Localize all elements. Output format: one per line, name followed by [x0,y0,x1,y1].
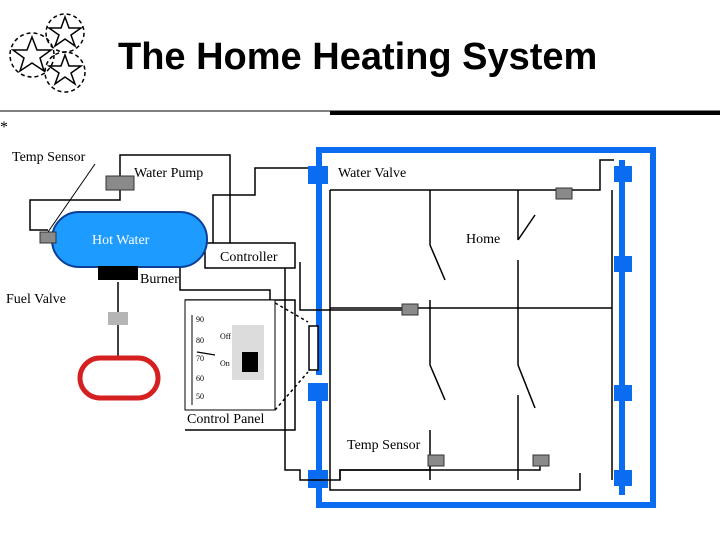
switch-off-label: Off [220,332,231,341]
fuel-label: Fuel [104,370,129,385]
thermostat-needle [196,351,216,356]
water-valve-label: Water Valve [338,166,407,181]
thermostat-tick: 50 [196,392,204,401]
water-pump-label: Water Pump [134,166,204,181]
temp-sensor-bottom-label: Temp Sensor [347,438,421,453]
fuel-valve-block [108,312,128,325]
page-title: The Home Heating System [118,36,598,78]
thermostat-tick: 70 [196,354,204,363]
control-wires [29,154,541,481]
home-label: Home [466,232,501,247]
fuel-tank [77,355,161,401]
fuel-valve-label: Fuel Valve [6,292,67,307]
pipe-fittings [308,166,632,488]
thermostat-tick: 80 [196,336,204,345]
control-panel-label: Control Panel [187,412,265,427]
water-pump-block [105,175,135,191]
hot-water-label: Hot Water [92,233,150,248]
temp-sensor-pointer [47,163,96,233]
house-walls [329,159,614,491]
burner-block [98,266,138,280]
switch-lever [242,352,258,372]
thermostat-tick: 60 [196,374,204,383]
thermostat-tick: 90 [196,315,204,324]
controller-label: Controller [220,250,278,265]
room-sensors [401,187,573,467]
burner-label: Burner [140,272,179,287]
gear-star-logo-icon [9,13,86,93]
tank-temp-sensor [39,231,57,244]
water-valve-block [308,166,328,184]
switch-on-label: On [220,359,230,368]
bullet-mark: * [0,119,8,136]
temp-sensor-top-label: Temp Sensor [12,150,86,165]
